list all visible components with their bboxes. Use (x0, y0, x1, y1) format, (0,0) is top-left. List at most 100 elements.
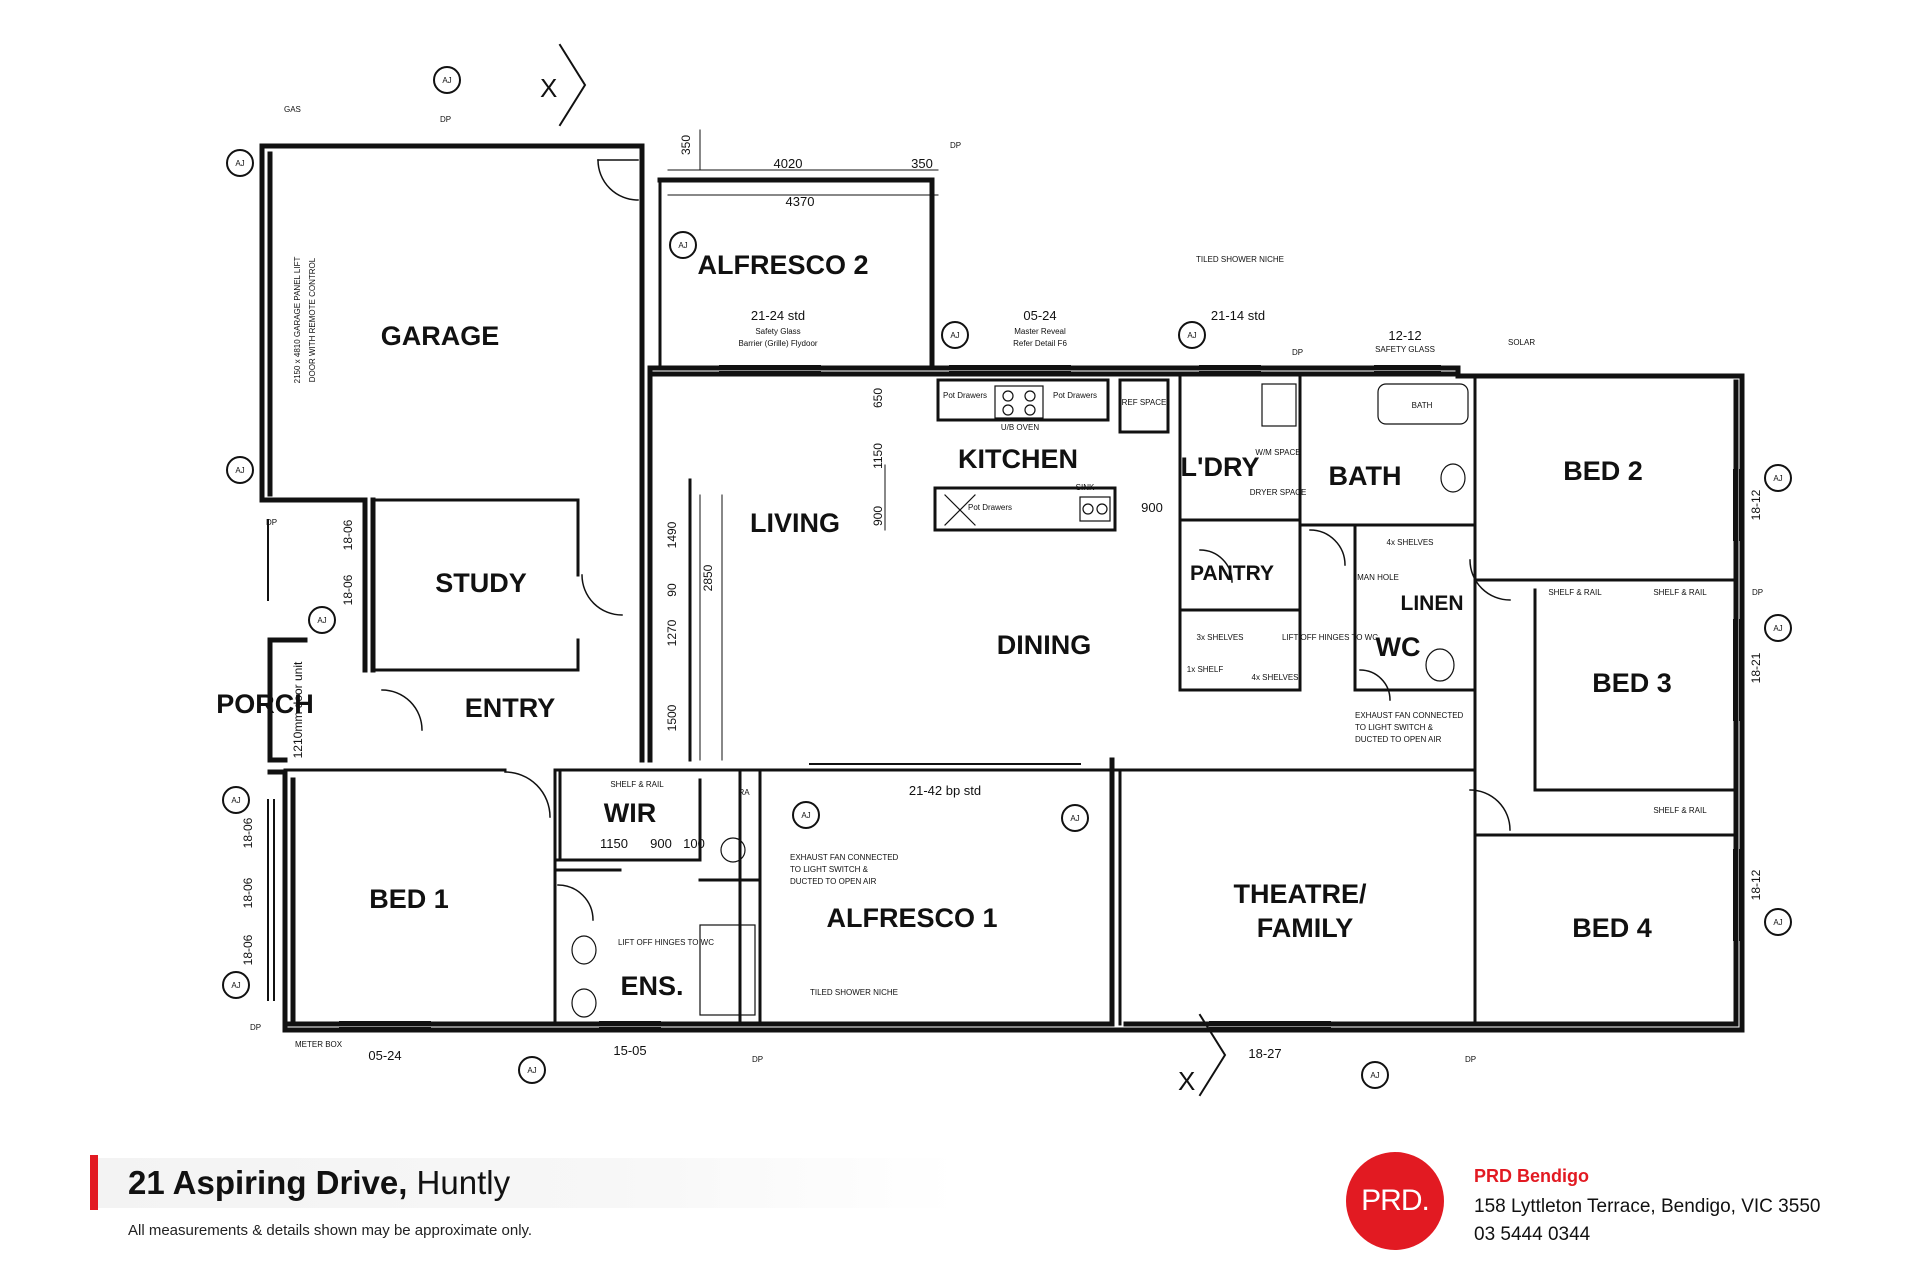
dim-door-unit: 1210mm door unit (291, 661, 305, 758)
marker-labels: X X AJ AJ AJ AJ AJ AJ AJ AJ AJ AJ AJ AJ … (231, 73, 1782, 1096)
window-12-12: 12-12 (1388, 328, 1421, 343)
address-street: 21 Aspiring Drive, (128, 1164, 408, 1201)
logo-text: PRD. (1361, 1184, 1430, 1217)
room-kitchen: KITCHEN (958, 444, 1078, 474)
note-shelf-pantry: 1x SHELF (1187, 665, 1224, 674)
aj-marker: AJ (950, 331, 959, 340)
room-pantry: PANTRY (1190, 562, 1274, 585)
window-21-42: 21-42 bp std (909, 783, 981, 798)
dp-marker: DP (1465, 1055, 1476, 1064)
solar-marker: SOLAR (1508, 338, 1535, 347)
window-code-labels: 05-24 15-05 18-27 18-12 18-21 18-12 18-0… (241, 308, 1763, 1063)
note-washer: W/M SPACE (1255, 448, 1300, 457)
dp-marker: DP (440, 115, 451, 124)
room-bed1: BED 1 (369, 884, 449, 914)
agency-name: PRD Bendigo (1474, 1166, 1589, 1186)
garage-door-note: 2150 x 4810 GARAGE PANEL LIFT (293, 257, 302, 384)
dp-marker: DP (1752, 588, 1763, 597)
aj-marker: AJ (1187, 331, 1196, 340)
note-dryer: DRYER SPACE (1250, 488, 1307, 497)
note-safety-glass: Safety Glass (755, 327, 800, 336)
aj-marker: AJ (1773, 474, 1782, 483)
dp-marker: DP (752, 1055, 763, 1064)
room-study: STUDY (435, 568, 527, 598)
dim-4370: 4370 (786, 194, 815, 209)
note-lift-off-ens: LIFT OFF HINGES TO WC (618, 938, 714, 947)
note-barrier-flydoor: Barrier (Grille) Flydoor (738, 339, 817, 348)
note-exhaust-ens-2: TO LIGHT SWITCH & (790, 865, 869, 874)
room-labels: GARAGE ALFRESCO 2 KITCHEN L'DRY BATH BED… (216, 250, 1672, 1001)
window-05-24-bed1: 05-24 (368, 1048, 401, 1063)
dim-1150: 1150 (871, 443, 885, 469)
window-18-06-bed1-b: 18-06 (241, 877, 255, 908)
window-18-06-study-b: 18-06 (341, 574, 355, 605)
room-laundry: L'DRY (1181, 452, 1260, 482)
agency-phone: 03 5444 0344 (1474, 1224, 1591, 1245)
note-exhaust-3: DUCTED TO OPEN AIR (1355, 735, 1442, 744)
floor-plan: GARAGE ALFRESCO 2 KITCHEN L'DRY BATH BED… (216, 43, 1792, 1097)
dp-marker: DP (950, 141, 961, 150)
dim-2850: 2850 (701, 564, 715, 591)
room-wir: WIR (604, 798, 656, 828)
room-living: LIVING (750, 508, 840, 538)
section-x-bottom: X (1178, 1066, 1195, 1096)
window-21-24: 21-24 std (751, 308, 805, 323)
note-shelf-rail-wir: SHELF & RAIL (610, 780, 664, 789)
note-shelf-rail-bed4: SHELF & RAIL (1653, 806, 1707, 815)
prd-logo: PRD. (1346, 1152, 1444, 1250)
note-exhaust-1: EXHAUST FAN CONNECTED (1355, 711, 1464, 720)
note-shelves-pantry-b: 4x SHELVES (1252, 673, 1299, 682)
aj-marker: AJ (1370, 1071, 1379, 1080)
property-address: 21 Aspiring Drive, Huntly (128, 1163, 510, 1203)
room-alfresco2: ALFRESCO 2 (697, 250, 868, 280)
window-21-14: 21-14 std (1211, 308, 1265, 323)
footer-background (98, 1158, 958, 1208)
footer-accent-bar (90, 1155, 98, 1210)
room-alfresco1: ALFRESCO 1 (826, 903, 997, 933)
dim-1500: 1500 (665, 704, 679, 731)
note-safety-glass-bath: SAFETY GLASS (1375, 345, 1435, 354)
dim-wir-100: 100 (683, 836, 705, 851)
note-exhaust-ens-1: EXHAUST FAN CONNECTED (790, 853, 899, 862)
disclaimer: All measurements & details shown may be … (128, 1222, 533, 1239)
gas-marker: GAS (284, 105, 301, 114)
window-18-06-study-a: 18-06 (341, 519, 355, 550)
room-garage: GARAGE (381, 321, 500, 351)
plan-notes: 2150 x 4810 GARAGE PANEL LIFT DOOR WITH … (293, 255, 1707, 997)
window-18-12-bed4: 18-12 (1749, 869, 1763, 900)
note-tiled-shower-niche: TILED SHOWER NICHE (810, 988, 898, 997)
note-sink: SINK (1076, 483, 1095, 492)
window-18-06-bed1-a: 18-06 (241, 817, 255, 848)
dp-marker: DP (266, 518, 277, 527)
agency-address: 158 Lyttleton Terrace, Bendigo, VIC 3550 (1474, 1196, 1821, 1217)
room-porch: PORCH (216, 689, 314, 719)
note-pot-drawers: Pot Drawers (968, 503, 1012, 512)
note-exhaust-2: TO LIGHT SWITCH & (1355, 723, 1434, 732)
note-pot-drawers: Pot Drawers (943, 391, 987, 400)
window-05-24-kitchen: 05-24 (1023, 308, 1056, 323)
aj-marker: AJ (231, 981, 240, 990)
outer-walls (259, 143, 1745, 1033)
note-master-reveal: Master Reveal (1014, 327, 1066, 336)
dim-90: 90 (665, 583, 679, 597)
aj-marker: AJ (317, 616, 326, 625)
note-shelf-rail-bed2: SHELF & RAIL (1548, 588, 1602, 597)
note-fridge: REF SPACE (1122, 398, 1167, 407)
note-bath: BATH (1412, 401, 1433, 410)
room-bed2: BED 2 (1563, 456, 1643, 486)
aj-marker: AJ (1773, 624, 1782, 633)
dp-marker: DP (250, 1023, 261, 1032)
note-pot-drawers: Pot Drawers (1053, 391, 1097, 400)
room-bath: BATH (1329, 461, 1402, 491)
aj-marker: AJ (1070, 814, 1079, 823)
dim-1490: 1490 (665, 521, 679, 548)
dimension-labels: 4020 350 4370 350 650 1150 900 1490 90 1… (291, 135, 1163, 851)
dim-350-top: 350 (911, 156, 933, 171)
meter-box: METER BOX (295, 1040, 343, 1049)
dim-350-side: 350 (679, 135, 693, 155)
room-linen: LINEN (1401, 592, 1464, 615)
room-dining: DINING (997, 630, 1092, 660)
note-shelves-pantry: 3x SHELVES (1197, 633, 1244, 642)
note-ra: RA (738, 788, 750, 797)
aj-marker: AJ (442, 76, 451, 85)
